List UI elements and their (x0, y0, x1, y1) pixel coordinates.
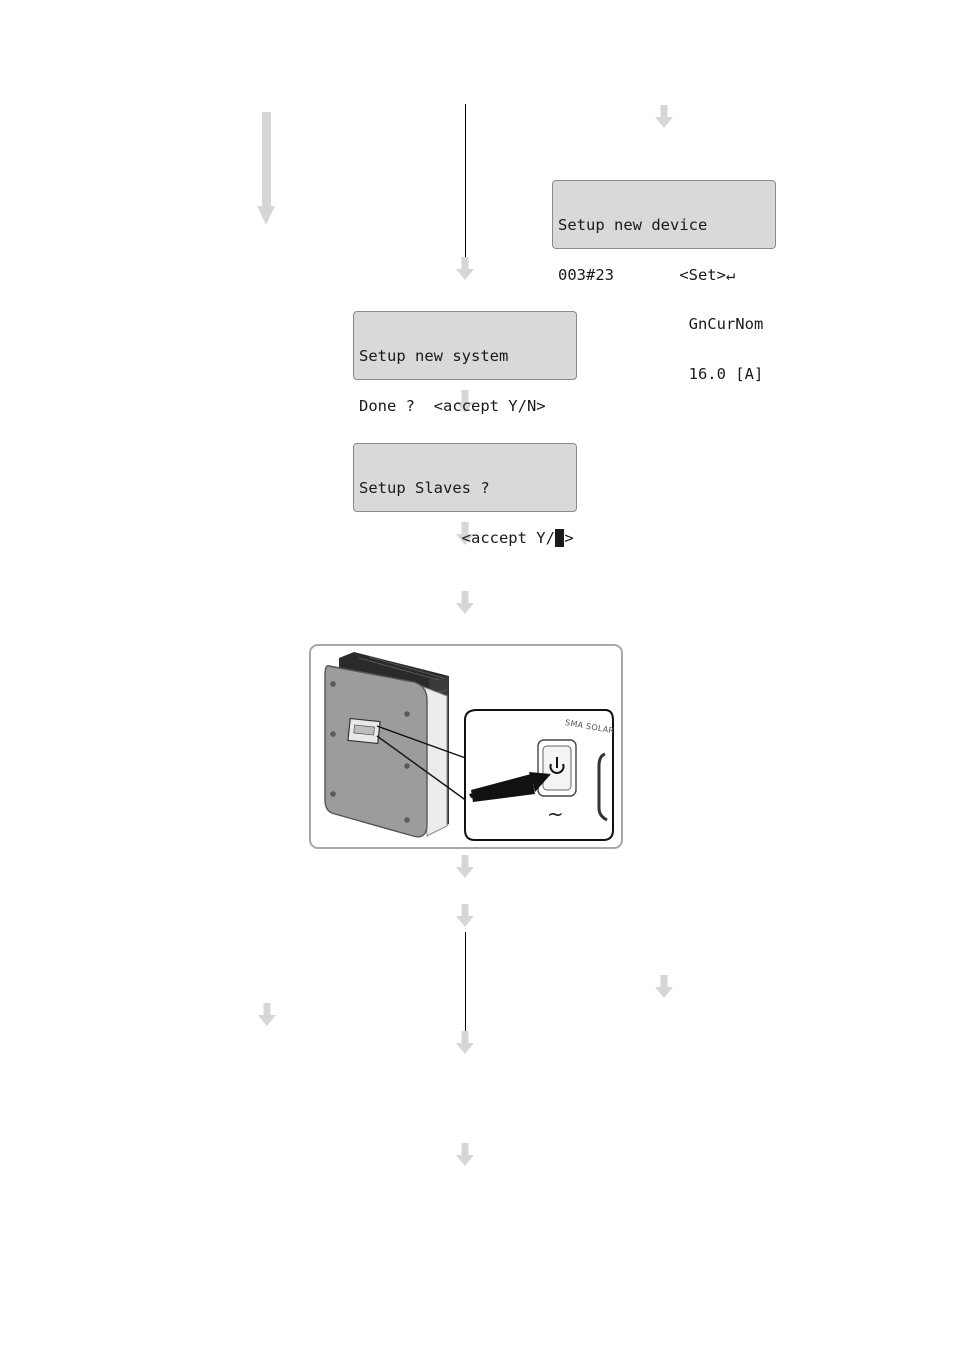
inverter-illustration (324, 652, 614, 841)
illustration-frame: SMA SOLAR ~ (309, 644, 623, 849)
connector-line-top (465, 104, 466, 262)
lcd-line: GnCurNom (558, 315, 764, 333)
down-arrow-icon (456, 1143, 474, 1169)
lcd-cursor-highlight: N (554, 528, 565, 547)
lcd-line: Done ? <accept Y/N> (359, 396, 546, 415)
lcd-line: <accept Y/N> (359, 528, 576, 547)
down-arrow-icon (456, 855, 474, 881)
lcd-setup-new-device: Setup new device 003#23 <Set>↵ GnCurNom … (552, 180, 776, 382)
lcd-line: Setup Slaves ? (359, 479, 490, 497)
flow-bar-left-arrowhead (257, 206, 275, 225)
lcd-line: Setup new system (359, 347, 509, 365)
connector-line-bottom (465, 932, 466, 1034)
down-arrow-icon (456, 1031, 474, 1057)
down-arrow-icon (456, 904, 474, 930)
down-arrow-icon (456, 591, 474, 617)
flow-bar-left (262, 112, 271, 208)
lcd-line: 003#23 <Set>↵ (558, 265, 736, 284)
lcd-text: > (564, 528, 574, 547)
lcd-setup-slaves: Setup Slaves ? <accept Y/N> (353, 443, 577, 547)
down-arrow-icon (655, 105, 673, 131)
ac-symbol: ~ (547, 802, 564, 826)
down-arrow-icon (456, 390, 474, 416)
lcd-line: 16.0 [A] (558, 364, 764, 383)
down-arrow-icon (655, 975, 673, 1001)
lcd-setup-new-system: Setup new system Done ? <accept Y/N> (353, 311, 577, 414)
down-arrow-icon (456, 257, 474, 283)
down-arrow-icon (456, 522, 474, 548)
lcd-line: Setup new device (558, 216, 708, 234)
down-arrow-icon (258, 1003, 276, 1029)
lcd-text: <accept Y/ (359, 528, 555, 547)
